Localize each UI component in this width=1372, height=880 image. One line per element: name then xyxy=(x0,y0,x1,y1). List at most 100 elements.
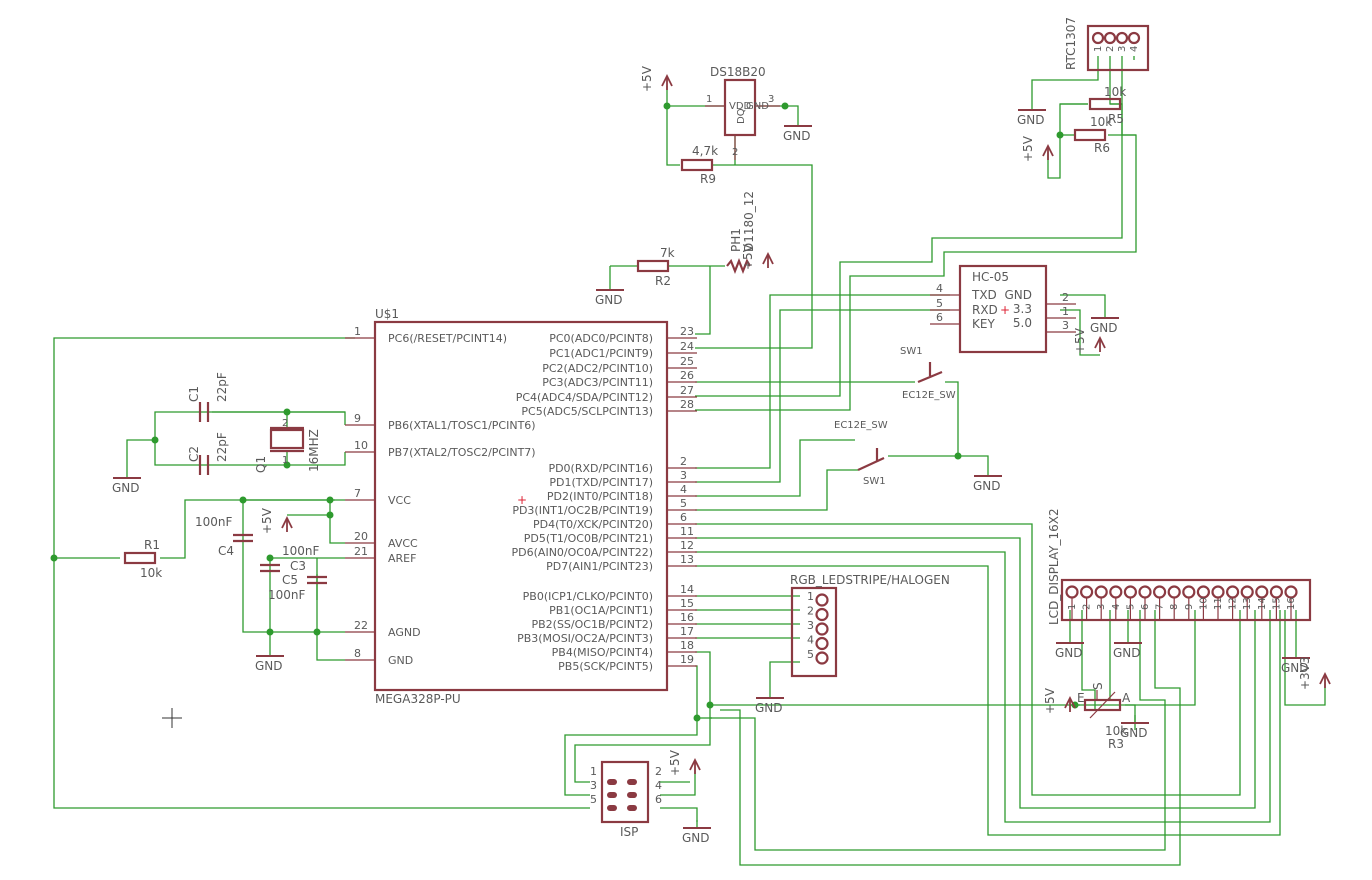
vcc-label: +5V xyxy=(741,243,755,270)
mcu-pin-label: PC5(ADC5/SCLPCINT13) xyxy=(521,405,653,418)
resistor-r2: 7k R2 xyxy=(636,246,675,288)
gnd-symbol: GND xyxy=(1120,715,1149,740)
mcu-pin-num: 12 xyxy=(680,539,694,552)
gnd-label: GND xyxy=(1113,646,1141,660)
photoresistor-ph1: PH1 D1180_12 xyxy=(726,191,756,274)
mcu-pin-num: 2 xyxy=(680,455,687,468)
hc05-pin-num: 2 xyxy=(1062,291,1069,304)
gnd-symbol: GND xyxy=(595,282,624,307)
gnd-label: GND xyxy=(682,831,710,845)
rtc-name: RTC1307 xyxy=(1064,17,1078,70)
ds18b20-pin1: 1 xyxy=(706,94,712,105)
mcu-pin-label: PB5(SCK/PCINT5) xyxy=(558,660,653,673)
mcu-pin-label: PC0(ADC0/PCINT8) xyxy=(549,332,653,345)
mcu-pin-label: PD3(INT1/OC2B/PCINT19) xyxy=(512,504,653,517)
vcc-label: +5V xyxy=(1043,687,1057,714)
rtc-pin-3: 3 xyxy=(1117,46,1128,52)
vcc-label: +5V xyxy=(1021,135,1035,162)
c5-name: C5 xyxy=(282,573,298,587)
mcu-name: U$1 xyxy=(375,307,399,321)
mcu-pin-label: PD5(T1/OC0B/PCINT21) xyxy=(524,532,653,545)
r3-name: R3 xyxy=(1108,737,1124,751)
lcd-pin-num: 8 xyxy=(1169,604,1180,610)
c4-name: C4 xyxy=(218,544,234,558)
mcu-pin-label: PC6(/RESET/PCINT14) xyxy=(388,332,507,345)
ph1-value: D1180_12 xyxy=(742,191,756,252)
lcd-pin-num: 1 xyxy=(1067,604,1078,610)
vcc-label: +5V xyxy=(260,507,274,534)
hc05-pin-num: 5 xyxy=(936,297,943,310)
rtc-connector: RTC1307 1 2 3 4 xyxy=(1064,17,1150,72)
vcc-symbol: +3V3 xyxy=(1298,656,1331,690)
ds18b20-dq: DQ xyxy=(736,108,747,124)
mcu-pin-label: PC4(ADC4/SDA/PCINT12) xyxy=(516,391,653,404)
mcu-pin-label: PD7(AIN1/PCINT23) xyxy=(546,560,653,573)
vcc-symbol: +5V xyxy=(668,749,701,776)
mcu-pin-num: 24 xyxy=(680,340,694,353)
mcu-pin-label: PD2(INT0/PCINT18) xyxy=(547,490,653,503)
gnd-label: GND xyxy=(1090,321,1118,335)
gnd-label: GND xyxy=(783,129,811,143)
crystal-q1: 2 1 Q1 16MHZ xyxy=(254,418,321,473)
hc05-name: HC-05 xyxy=(972,270,1009,284)
mcu-pin-num: 23 xyxy=(680,325,694,338)
junctions xyxy=(50,102,1079,722)
vcc-symbol: +5V xyxy=(260,507,293,534)
resistor-r5: 10k R5 xyxy=(1088,85,1126,126)
mcu-pin-label: PD1(TXD/PCINT17) xyxy=(549,476,653,489)
mcu-pin-num: 10 xyxy=(354,439,368,452)
sw1b-value: EC12E_SW xyxy=(834,420,888,431)
vcc-label: +3V3 xyxy=(1298,656,1312,690)
ph1-name: PH1 xyxy=(729,228,743,252)
mcu-pin-num: 26 xyxy=(680,369,694,382)
isp-name: ISP xyxy=(620,825,638,839)
mcu-pin-num: 13 xyxy=(680,553,694,566)
c5-value: 100nF xyxy=(268,588,306,602)
mcu-pin-label: PD4(T0/XCK/PCINT20) xyxy=(533,518,653,531)
mcu-pin-label: PC1(ADC1/PCINT9) xyxy=(549,347,653,360)
gnd-symbol: GND xyxy=(112,470,141,495)
mcu-pin-num: 16 xyxy=(680,611,694,624)
r1-name: R1 xyxy=(144,538,160,552)
mcu-pin-label: PB3(MOSI/OC2A/PCINT3) xyxy=(517,632,653,645)
trimmer-r3: E S A 10k R3 xyxy=(1077,682,1131,751)
isp-pin-num: 5 xyxy=(590,793,597,806)
lcd-pin-num: 16 xyxy=(1286,597,1297,610)
r1-value: 10k xyxy=(140,566,162,580)
lcd-pin-num: 12 xyxy=(1228,597,1239,610)
r3-value: 10k xyxy=(1105,724,1127,738)
capacitor-c1: C1 22pF xyxy=(187,372,229,422)
mcu-pin-num: 22 xyxy=(354,619,368,632)
ds18b20-sensor: DS18B20 1 3 2 VDD GND DQ xyxy=(705,65,780,160)
lcd-pin-num: 9 xyxy=(1184,604,1195,610)
capacitor-c3: 100nF C3 xyxy=(260,544,320,573)
ds18b20-name: DS18B20 xyxy=(710,65,766,79)
mcu-pin-label: PB0(ICP1/CLKO/PCINT0) xyxy=(523,590,653,603)
mcu-pin-num: 8 xyxy=(354,647,361,660)
mcu-right-pins: 23PC0(ADC0/PCINT8)24PC1(ADC1/PCINT9)25PC… xyxy=(512,325,697,673)
q1-pin2: 2 xyxy=(282,418,288,429)
mcu-pin-num: 19 xyxy=(680,653,694,666)
rgb-pin-num: 5 xyxy=(807,648,814,661)
mcu-pin-num: 4 xyxy=(680,483,687,496)
lcd-pin-num: 2 xyxy=(1082,604,1093,610)
r2-value: 7k xyxy=(660,246,675,260)
capacitor-c4: 100nF C4 xyxy=(195,515,253,558)
c2-value: 22pF xyxy=(215,432,229,462)
mcu-pin-num: 1 xyxy=(354,325,361,338)
ds18b20-gnd: GND xyxy=(746,101,769,112)
gnd-label: GND xyxy=(1281,661,1309,675)
ds18b20-pin3: 3 xyxy=(768,94,774,105)
hc05-pin-label: GND xyxy=(1004,288,1032,302)
capacitor-c5: C5 100nF xyxy=(268,573,327,602)
gnd-label: GND xyxy=(112,481,140,495)
mcu-pin-num: 7 xyxy=(354,487,361,500)
resistor-r1: R1 10k xyxy=(123,538,162,580)
mcu-pin-num: 28 xyxy=(680,398,694,411)
gnd-symbol: GND xyxy=(783,118,812,143)
c3-name: C3 xyxy=(290,559,306,573)
c2-name: C2 xyxy=(187,446,201,462)
cursor-crosshair xyxy=(162,708,182,728)
